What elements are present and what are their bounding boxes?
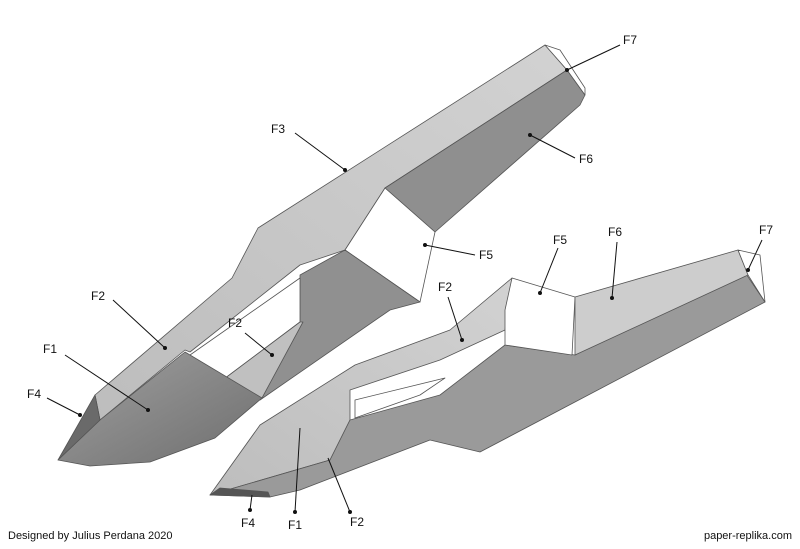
designer-credit: Designed by Julius Perdana 2020 [8, 530, 173, 542]
label-right-f2-top: F2 [438, 280, 452, 294]
label-left-f4: F4 [27, 387, 41, 401]
right-f4-face [209, 487, 271, 498]
label-left-f1: F1 [43, 342, 57, 356]
left-piece [57, 44, 586, 467]
label-right-f7: F7 [759, 223, 773, 237]
label-left-f2-inner: F2 [228, 316, 242, 330]
right-piece [209, 249, 766, 498]
right-f7-face [737, 249, 766, 303]
label-left-f6: F6 [579, 152, 593, 166]
label-right-f5: F5 [553, 233, 567, 247]
label-right-f2-bottom: F2 [350, 515, 364, 529]
left-f7-face [544, 44, 586, 96]
label-left-f7: F7 [623, 33, 637, 47]
label-right-f4: F4 [241, 516, 255, 530]
label-left-f3: F3 [271, 122, 285, 136]
right-f5-face [504, 277, 576, 356]
leader-lines [46, 44, 763, 513]
website-link: paper-replika.com [703, 530, 792, 542]
leader-dots [78, 68, 750, 514]
label-left-f2-outer: F2 [91, 289, 105, 303]
right-hole-face [354, 377, 446, 419]
label-right-f6: F6 [608, 225, 622, 239]
left-f4-face [57, 394, 101, 461]
label-right-f1: F1 [288, 518, 302, 532]
label-left-f5: F5 [479, 248, 493, 262]
